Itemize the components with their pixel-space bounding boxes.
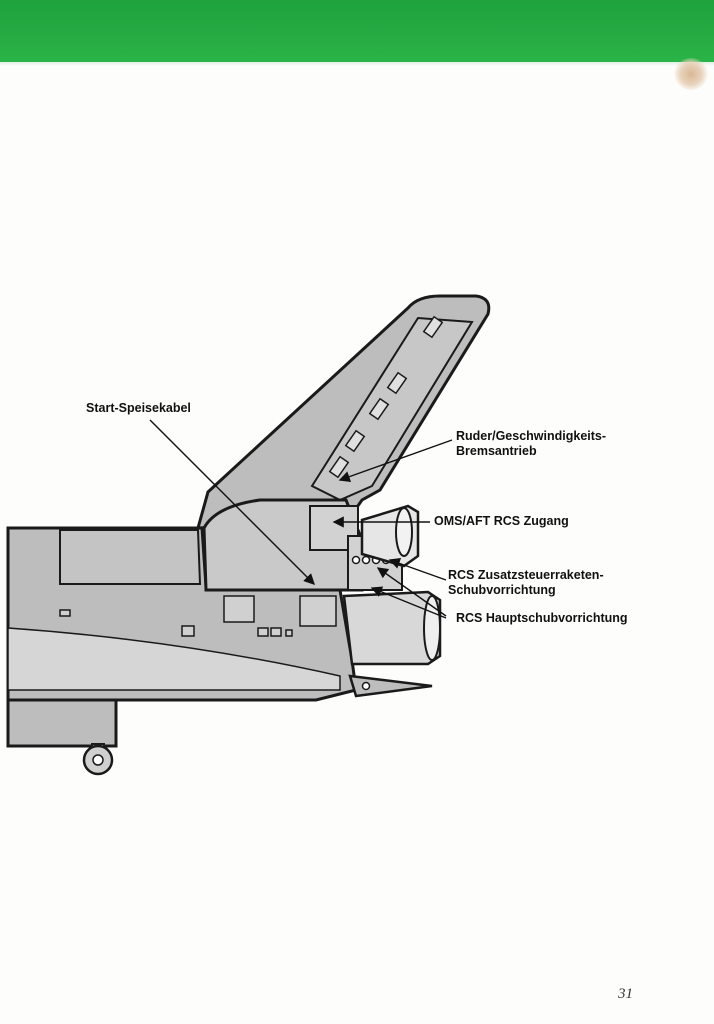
leader-rcs-zusatz — [388, 558, 447, 581]
fuselage-panels — [59, 595, 337, 637]
payload-bay-door — [59, 529, 202, 585]
label-oms-aft: OMS/AFT RCS Zugang — [434, 514, 569, 528]
page-number: 31 — [618, 986, 633, 1002]
paper-stain — [674, 58, 708, 90]
main-engine-bell — [342, 590, 442, 666]
body-flap — [348, 674, 433, 698]
header-band-edge — [0, 62, 714, 66]
label-ruder-line1: Ruder/Geschwindigkeits- — [456, 429, 607, 443]
label-ruder-line2: Bremsantrieb — [456, 444, 537, 458]
leader-ruder — [338, 439, 453, 482]
label-rcs-zusatz-line1: RCS Zusatzsteuerraketen- — [448, 568, 604, 582]
lower-fuselage — [6, 698, 118, 748]
label-rcs-haupt: RCS Hauptschubvorrichtung — [456, 611, 628, 625]
rudder-speed-brake — [310, 316, 474, 502]
flap-hinge — [361, 681, 371, 691]
label-start-speisekabel: Start-Speisekabel — [86, 401, 191, 415]
main-engine-exit — [423, 595, 441, 661]
landing-gear — [82, 743, 114, 776]
leader-rcs-haupt-1 — [376, 567, 447, 617]
wing-sweep — [7, 627, 341, 691]
leader-rcs-haupt-2 — [370, 586, 447, 619]
oms-nozzle-exit — [395, 507, 413, 557]
leader-start-speisekabel — [149, 419, 315, 585]
label-rcs-zusatz-line2: Schubvorrichtung — [448, 583, 556, 597]
rudder-hinges — [328, 315, 444, 479]
header-color-band — [0, 0, 714, 62]
